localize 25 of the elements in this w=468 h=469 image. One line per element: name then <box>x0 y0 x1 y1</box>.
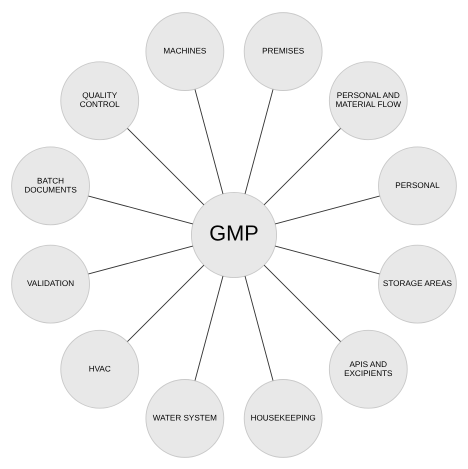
connector <box>274 195 380 224</box>
node-circle: STORAGE AREAS <box>378 244 457 324</box>
node-circle: QUALITY CONTROL <box>60 60 140 140</box>
connector <box>88 195 194 224</box>
node-circle: PERSONAL AND MATERIAL FLOW <box>328 60 408 140</box>
connector <box>244 275 274 380</box>
connector <box>244 88 274 194</box>
node-circle: HVAC <box>60 329 140 408</box>
connector <box>88 245 194 274</box>
node-circle: HOUSEKEEPING <box>244 378 323 458</box>
node-circle: VALIDATION <box>11 244 90 324</box>
node-circle: MACHINES <box>145 12 224 90</box>
connector <box>194 275 224 380</box>
node-circle: WATER SYSTEM <box>145 378 224 458</box>
connector <box>274 245 380 274</box>
connector <box>264 128 341 205</box>
connector <box>127 264 204 342</box>
node-circle: APIS AND EXCIPIENTS <box>328 329 408 408</box>
connector <box>194 88 224 194</box>
node-circle: PERSONAL <box>378 146 457 225</box>
node-circle: BATCH DOCUMENTS <box>11 146 90 225</box>
connector <box>127 128 204 205</box>
node-circle: PREMISES <box>244 12 323 90</box>
node-circle: GMP <box>190 191 278 278</box>
connector <box>264 264 341 342</box>
